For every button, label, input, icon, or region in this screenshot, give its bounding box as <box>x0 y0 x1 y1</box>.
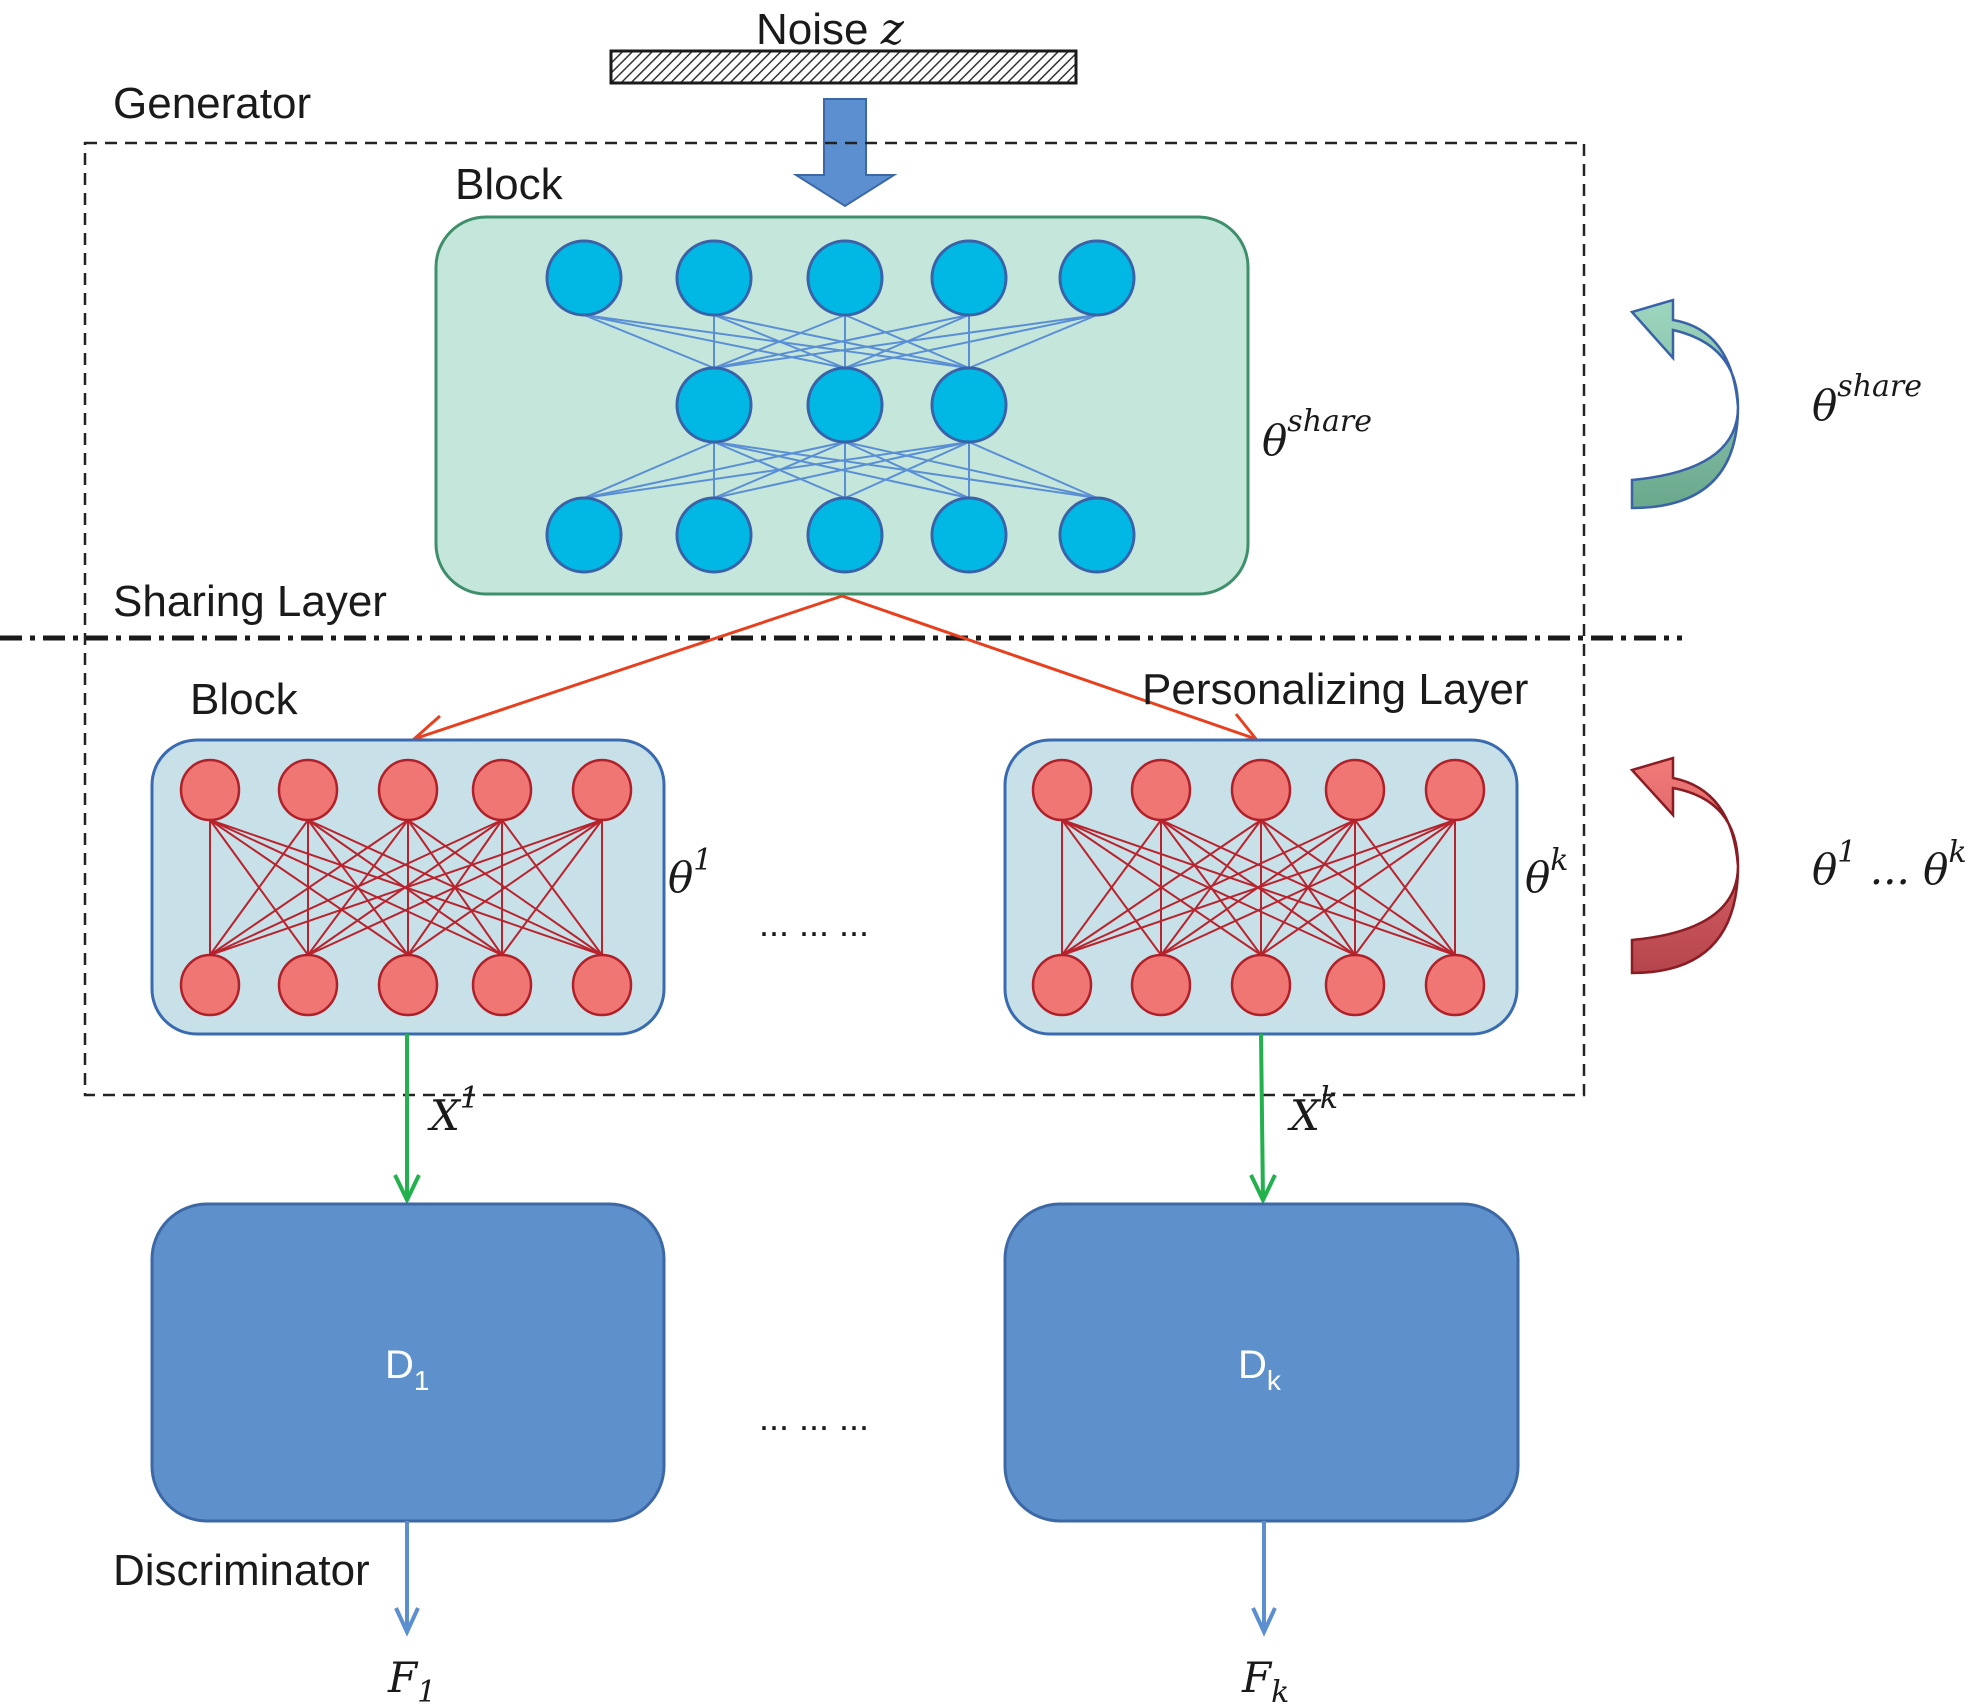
personal-neuron-node <box>377 758 439 822</box>
shared-edge <box>583 441 846 499</box>
personal-neuron-node <box>179 758 241 822</box>
shared-edge <box>968 441 1098 499</box>
personal-edge <box>209 819 503 956</box>
shared-neuron-node <box>806 239 884 317</box>
personal-edge <box>1354 819 1456 956</box>
shared-edge <box>713 314 1098 369</box>
shared-to-personal-arrows <box>410 594 1259 744</box>
xk-arrow <box>1259 1033 1265 1201</box>
personal-update-arrow-icon <box>1629 756 1740 975</box>
shared-neuron-node <box>1058 496 1136 574</box>
personal-edge <box>407 819 603 956</box>
personal-neuron-node <box>1424 953 1486 1017</box>
shared-update-arrow-icon <box>1629 298 1740 510</box>
personal-neuron-node <box>277 953 339 1017</box>
personal-edge <box>1061 819 1162 956</box>
personal-edge <box>1061 819 1262 956</box>
personal-edge <box>209 819 409 956</box>
shared-neuron-node <box>806 496 884 574</box>
shared-block-nodes <box>545 239 1136 574</box>
discriminator-k-label: Dk <box>1238 1343 1282 1396</box>
personalizing-layer-label: Personalizing Layer <box>1142 665 1528 714</box>
arrow-to-block-1 <box>413 594 843 741</box>
personal-edge <box>1061 819 1456 956</box>
personal-edge <box>209 819 603 956</box>
shared-edge <box>844 441 970 499</box>
noise-input-arrow <box>792 98 898 208</box>
fk-label: Fk <box>1241 1653 1289 1708</box>
personal-neuron-node <box>179 953 241 1017</box>
personal-update-label: θ1 ... θk <box>1812 835 1967 894</box>
shared-edge <box>844 441 1098 499</box>
personal-edge <box>1061 819 1356 956</box>
shared-edge <box>968 314 1098 369</box>
personal-neuron-node <box>1031 758 1093 822</box>
personal-edge <box>307 819 603 956</box>
noise-vector <box>609 49 1078 85</box>
personal-neuron-node <box>471 758 533 822</box>
shared-neuron-node <box>675 496 753 574</box>
discriminator-output-arrows <box>394 1521 1277 1637</box>
shared-edge <box>583 314 970 369</box>
discriminators-ellipsis: ... ... ... <box>759 1397 869 1438</box>
shared-edge <box>583 441 715 499</box>
shared-neuron-node <box>930 239 1008 317</box>
shared-block-label: Block <box>455 160 564 209</box>
xk-label: Xk <box>1287 1081 1338 1140</box>
shared-edge <box>713 314 970 369</box>
generator-boundary <box>83 141 1586 1097</box>
generator-label: Generator <box>113 79 311 128</box>
personal-block-nodes <box>179 758 1486 1017</box>
shared-neuron-node <box>930 496 1008 574</box>
shared-edge <box>713 441 970 499</box>
shared-neuron-node <box>675 239 753 317</box>
shared-edge <box>583 314 715 369</box>
personal-neuron-node <box>1031 953 1093 1017</box>
personal-edge <box>501 819 603 956</box>
personal-neuron-node <box>1230 758 1292 822</box>
shared-block-edges <box>583 314 1098 499</box>
shared-update-label: θshare <box>1812 369 1922 430</box>
shared-neuron-node <box>545 239 623 317</box>
blocks-ellipsis: ... ... ... <box>759 903 869 944</box>
personal-edge <box>209 819 309 956</box>
personal-neuron-node <box>1424 758 1486 822</box>
personal-neuron-node <box>377 953 439 1017</box>
personal-neuron-node <box>471 953 533 1017</box>
shared-param-label: θshare <box>1262 404 1372 465</box>
personal-block-label: Block <box>190 675 299 724</box>
personal-neuron-node <box>1324 953 1386 1017</box>
shared-neuron-node <box>1058 239 1136 317</box>
personal-neuron-node <box>571 758 633 822</box>
block-1-param-label: θ1 <box>668 843 712 902</box>
personal-neuron-node <box>1130 758 1192 822</box>
discriminator-label: Discriminator <box>113 1546 370 1595</box>
personal-neuron-node <box>277 758 339 822</box>
shared-neuron-node <box>930 366 1008 444</box>
f1-label: F1 <box>387 1653 436 1708</box>
personal-neuron-node <box>571 953 633 1017</box>
shared-neuron-node <box>545 496 623 574</box>
personal-neuron-node <box>1324 758 1386 822</box>
personal-edge <box>1160 819 1262 956</box>
block-k-param-label: θk <box>1525 843 1568 902</box>
arrow-to-block-k <box>841 594 1257 741</box>
shared-edge <box>713 314 846 369</box>
personal-block-edges <box>209 819 1456 956</box>
personal-neuron-node <box>1130 953 1192 1017</box>
discriminator-k <box>1003 1202 1520 1523</box>
personal-edge <box>1160 819 1456 956</box>
shared-edge <box>844 314 1098 369</box>
noise-label: Noise z <box>756 4 905 55</box>
shared-neuron-node <box>675 366 753 444</box>
shared-neuron-node <box>806 366 884 444</box>
sharing-layer-label: Sharing Layer <box>113 577 387 626</box>
generated-sample-arrows <box>393 1033 1277 1205</box>
x1-label: X1 <box>427 1081 479 1140</box>
shared-edge <box>583 441 970 499</box>
discriminator-1-label: D1 <box>385 1343 429 1396</box>
personal-neuron-node <box>1230 953 1292 1017</box>
personal-edge <box>1260 819 1456 956</box>
